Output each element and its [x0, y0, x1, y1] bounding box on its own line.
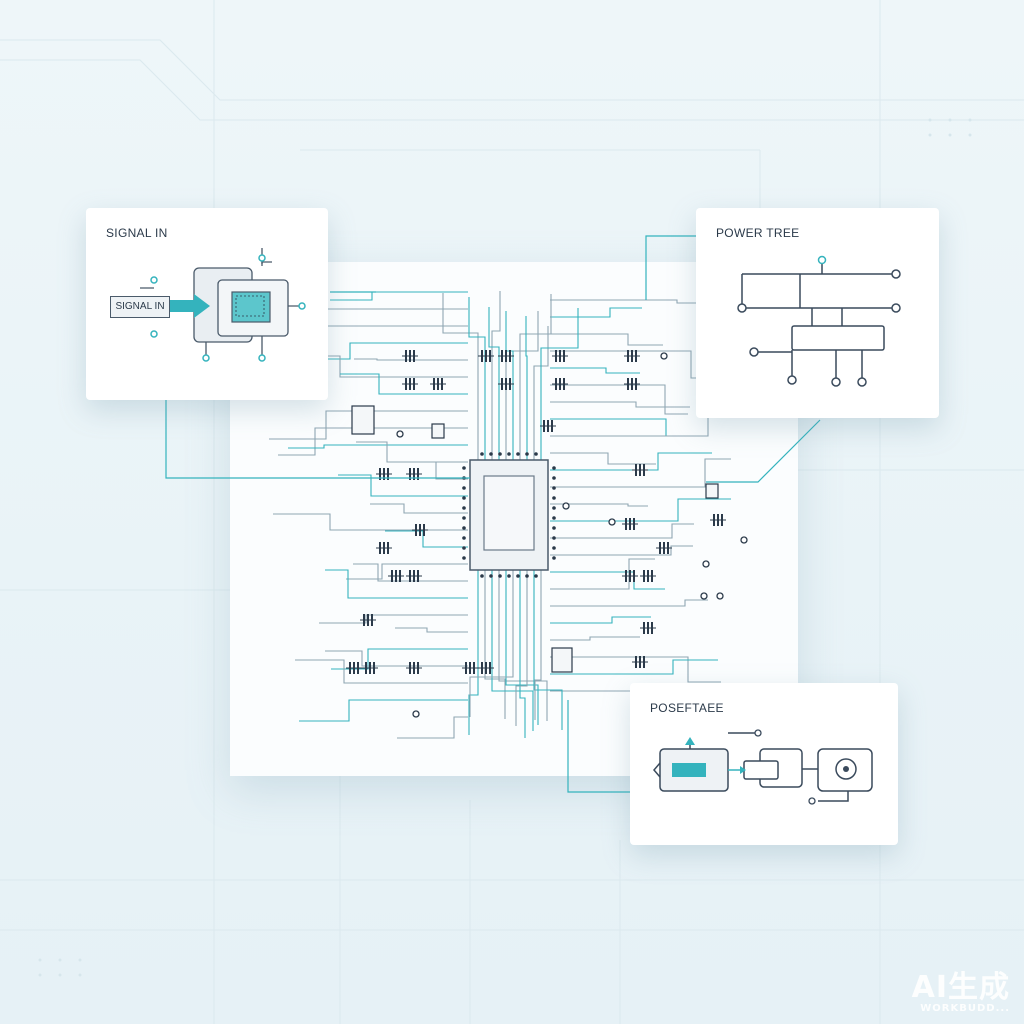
watermark-sub: WORKBUDD... — [920, 1003, 1010, 1014]
arrow-right-icon — [170, 294, 210, 318]
signal-in-card[interactable]: SIGNAL IN SIGNAL IN — [86, 208, 328, 400]
power-flow-title: POSEFTAEE — [650, 701, 724, 715]
power-flow-card[interactable]: POSEFTAEE — [630, 683, 898, 845]
power-tree-diagram — [737, 255, 901, 387]
power-tree-title: POWER TREE — [716, 226, 800, 240]
watermark-main: AI生成 — [911, 970, 1010, 1005]
speaker-icon — [835, 758, 857, 780]
signal-in-input-box: SIGNAL IN — [110, 296, 170, 318]
watermark: AI生成 WORKBUDD... — [911, 970, 1010, 1015]
signal-in-diagram — [140, 248, 306, 362]
power-tree-card[interactable]: POWER TREE — [696, 208, 939, 418]
signal-in-input-label: SIGNAL IN — [115, 301, 165, 312]
signal-in-title: SIGNAL IN — [106, 226, 168, 240]
chip-icon — [469, 459, 549, 571]
power-flow-diagram — [653, 729, 873, 805]
arrow-right-icon — [728, 766, 746, 774]
